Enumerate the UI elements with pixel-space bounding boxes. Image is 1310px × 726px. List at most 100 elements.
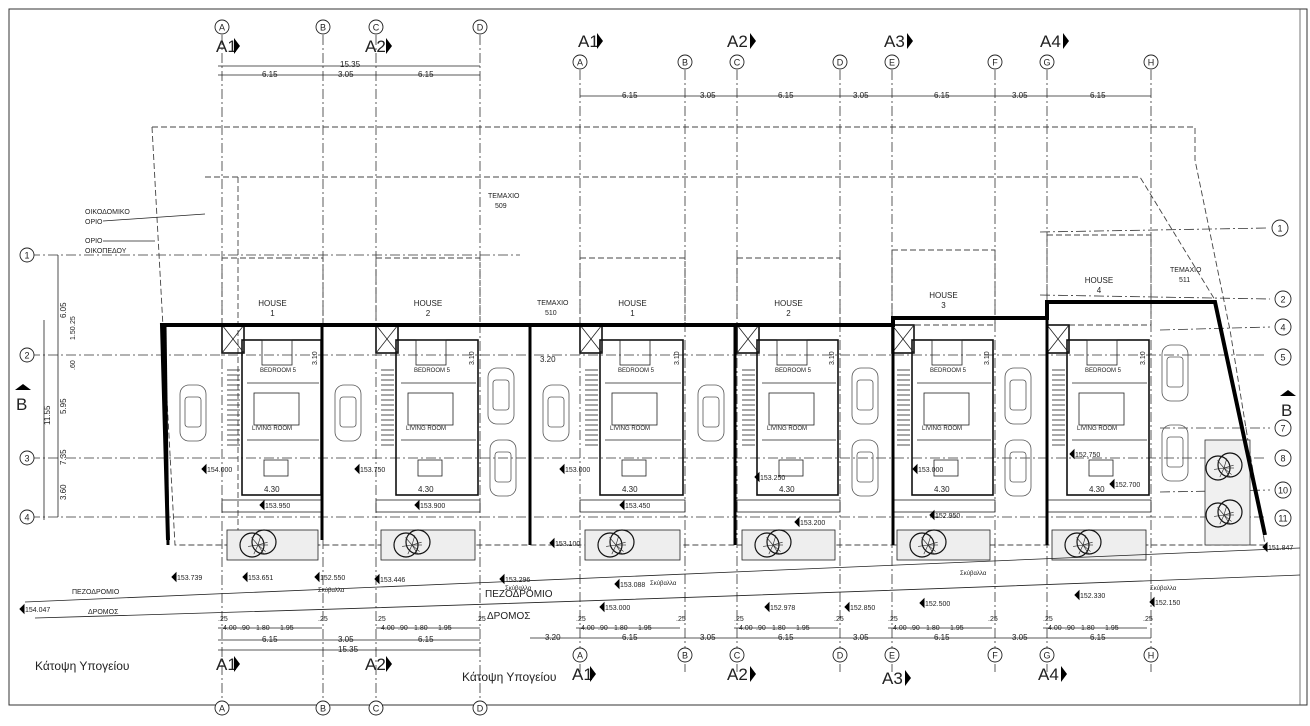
dimension: 4.30 <box>934 485 950 494</box>
dimension: 1.80 <box>926 625 940 632</box>
house-label: HOUSE <box>258 299 286 308</box>
elevation-marker-icon <box>259 499 265 511</box>
svg-text:3.05: 3.05 <box>338 635 354 644</box>
grid-label: G <box>1043 651 1050 661</box>
dimension: 4.30 <box>779 485 795 494</box>
house-number: 4 <box>1097 286 1102 295</box>
house-footprint-above <box>891 249 996 326</box>
dimension: 1.80 <box>1081 625 1095 632</box>
elevation-marker-icon <box>764 601 770 613</box>
car-icon <box>487 367 515 425</box>
elevation-marker-icon <box>844 601 850 613</box>
elevation-value: 153.100 <box>555 541 580 548</box>
room-label: LIVING ROOM <box>1077 426 1117 432</box>
svg-text:A2: A2 <box>727 665 748 684</box>
grid-label: D <box>837 651 844 661</box>
room-label: LIVING ROOM <box>922 426 962 432</box>
svg-text:ΟΡΙΟ: ΟΡΙΟ <box>85 238 103 245</box>
svg-text:5.95: 5.95 <box>59 398 68 414</box>
sofa-icon <box>407 392 454 426</box>
dimension: 4.00 <box>581 625 595 632</box>
elevation-value: 153.296 <box>505 577 530 584</box>
site-outline <box>151 126 1266 546</box>
dining-table-icon <box>417 459 443 477</box>
bed-icon <box>261 339 293 366</box>
house-footprint-above <box>1046 234 1152 326</box>
car-icon <box>179 384 207 442</box>
building-outer-wall <box>159 300 1267 541</box>
svg-text:3.05: 3.05 <box>700 633 716 642</box>
dimension: 1.95 <box>280 625 294 632</box>
room-label: BEDROOM 5 <box>930 368 967 374</box>
svg-text:ΤΕΜΑΧΙΟ: ΤΕΜΑΧΙΟ <box>488 193 520 200</box>
dimension: 4.00 <box>1048 625 1062 632</box>
elevation-marker-icon <box>354 463 360 475</box>
bins-label: Σκύβαλλα <box>650 581 677 587</box>
dimension: 4.00 <box>381 625 395 632</box>
svg-text:509: 509 <box>495 203 507 210</box>
dimension: .90 <box>398 625 408 632</box>
dimension: 1.80 <box>614 625 628 632</box>
dimension: .25 <box>476 616 486 623</box>
dimension: 4.00 <box>893 625 907 632</box>
svg-text:4: 4 <box>1280 323 1285 333</box>
tree-icon <box>239 529 277 558</box>
dimension: 4.00 <box>223 625 237 632</box>
elevation-marker-icon <box>414 499 420 511</box>
dimension: .25 <box>988 616 998 623</box>
dimension: .90 <box>910 625 920 632</box>
dimension: .90 <box>240 625 250 632</box>
grid-label: F <box>992 58 998 68</box>
svg-text:6.15: 6.15 <box>622 633 638 642</box>
svg-text:ΟΙΚΟΠΕΔΟΥ: ΟΙΚΟΠΕΔΟΥ <box>85 248 127 255</box>
bed-icon <box>619 339 651 366</box>
elevation-marker-icon <box>794 516 800 528</box>
dimension: 3.10 <box>674 351 681 365</box>
elevation-marker-icon <box>919 597 925 609</box>
garden-area <box>1204 439 1251 546</box>
grid-circle <box>884 54 900 70</box>
room-label: BEDROOM 5 <box>775 368 812 374</box>
svg-text:11.55: 11.55 <box>43 405 52 425</box>
grid-circle <box>677 647 693 663</box>
svg-text:B: B <box>320 704 326 714</box>
elevation-marker-icon <box>314 571 320 583</box>
svg-text:B: B <box>320 23 326 33</box>
elevation-value: 152.950 <box>935 513 960 520</box>
car-icon <box>489 439 517 497</box>
annotations: ΟΙΚΟΔΟΜΙΚΟ ΟΡΙΟ ΟΡΙΟ ΟΙΚΟΠΕΔΟΥ ΤΕΜΑΧΙΟ50… <box>35 193 1202 684</box>
svg-text:ΤΕΜΑΧΙΟ: ΤΕΜΑΧΙΟ <box>537 300 569 307</box>
elevation-value: 153.000 <box>565 467 590 474</box>
dimension: .25 <box>218 616 228 623</box>
svg-text:B: B <box>1281 401 1292 420</box>
svg-text:11: 11 <box>1278 514 1287 524</box>
room-label: BEDROOM 5 <box>260 368 297 374</box>
elevation-marker-icon <box>242 571 248 583</box>
drawing-title: Κάτοψη Υπογείου <box>35 659 129 673</box>
svg-text:10: 10 <box>1278 486 1288 496</box>
house-label: HOUSE <box>774 299 802 308</box>
bed-icon <box>415 339 447 366</box>
grid-circle <box>1039 647 1055 663</box>
elevation-value: 152.700 <box>1115 482 1140 489</box>
svg-text:6.15: 6.15 <box>262 635 278 644</box>
elevation-value: 154.047 <box>25 607 50 614</box>
svg-text:.60: .60 <box>70 360 77 370</box>
elevation-value: 152.978 <box>770 605 795 612</box>
dimension: 3.10 <box>829 351 836 365</box>
elevation-marker-icon <box>374 573 380 585</box>
svg-text:A4: A4 <box>1038 665 1059 684</box>
svg-text:15.35: 15.35 <box>340 60 361 69</box>
house-number: 3 <box>941 301 946 310</box>
house-footprint-above <box>579 257 686 326</box>
tree-icon <box>754 529 792 558</box>
elevation-value: 153.950 <box>265 503 290 510</box>
house-number: 2 <box>786 309 791 318</box>
svg-text:7.35: 7.35 <box>59 449 68 465</box>
row-axes <box>30 227 1271 518</box>
dimension: 3.10 <box>984 351 991 365</box>
elevation-marker-icon <box>1262 541 1268 553</box>
dimension: .25 <box>734 616 744 623</box>
